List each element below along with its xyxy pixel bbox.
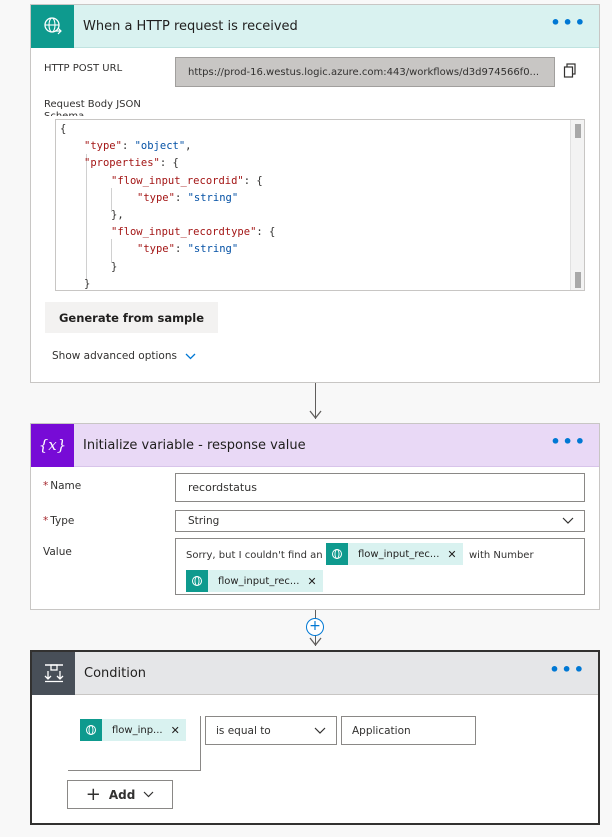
value-text-1: Sorry, but I couldn't find an bbox=[186, 550, 323, 561]
name-label-text: Name bbox=[50, 480, 82, 492]
indent-guide bbox=[111, 239, 112, 263]
condition-operator-select[interactable]: is equal to bbox=[205, 716, 337, 745]
dynamic-content-token[interactable]: flow_inp... ✕ bbox=[80, 719, 186, 741]
plus-icon: + bbox=[85, 783, 101, 805]
editor-scrollbar[interactable] bbox=[570, 120, 584, 290]
type-label-text: Type bbox=[50, 515, 75, 527]
chevron-down-icon bbox=[314, 727, 326, 734]
chevron-down-icon bbox=[185, 353, 196, 359]
http-trigger-header[interactable]: When a HTTP request is received ••• bbox=[31, 4, 599, 48]
json-line: { bbox=[60, 123, 67, 135]
required-marker: * bbox=[43, 515, 49, 527]
arrow-down-icon bbox=[309, 410, 322, 420]
add-label: Add bbox=[108, 787, 136, 802]
condition-card: Condition ••• flow_inp... ✕ is equal to … bbox=[30, 650, 600, 825]
operator-value: is equal to bbox=[216, 724, 271, 737]
name-label: *Name bbox=[43, 480, 81, 492]
initialize-variable-card: {x} Initialize variable - response value… bbox=[30, 423, 600, 610]
add-condition-button[interactable]: + Add bbox=[67, 780, 173, 809]
variable-value-input[interactable]: Sorry, but I couldn't find an flow_input… bbox=[175, 538, 585, 595]
http-post-url-field[interactable]: https://prod-16.westus.logic.azure.com:4… bbox=[175, 57, 555, 87]
chevron-down-icon bbox=[143, 791, 154, 798]
indent-guide bbox=[86, 154, 87, 280]
condition-title: Condition bbox=[84, 665, 147, 681]
http-globe-icon bbox=[31, 4, 74, 48]
remove-token-icon[interactable]: ✕ bbox=[170, 723, 180, 737]
json-line: "type": "object", bbox=[84, 140, 192, 153]
http-token-icon bbox=[80, 719, 102, 741]
json-line: }, bbox=[111, 209, 124, 221]
json-line: "properties": { bbox=[84, 157, 179, 170]
remove-token-icon[interactable]: ✕ bbox=[447, 547, 457, 561]
request-body-schema-label: Request Body JSON Schema bbox=[44, 99, 141, 123]
http-post-url-label: HTTP POST URL bbox=[44, 63, 123, 74]
copy-icon[interactable] bbox=[563, 63, 579, 79]
token-label: flow_input_rec... bbox=[218, 575, 300, 587]
advanced-options-label: Show advanced options bbox=[52, 350, 177, 362]
json-line: "flow_input_recordid": { bbox=[111, 174, 263, 187]
more-options-icon[interactable]: ••• bbox=[550, 13, 587, 32]
dynamic-content-token[interactable]: flow_input_rec... ✕ bbox=[186, 570, 323, 592]
scrollbar-thumb[interactable] bbox=[575, 272, 581, 288]
json-line: "type": "string" bbox=[137, 243, 239, 256]
scrollbar-thumb[interactable] bbox=[575, 124, 581, 138]
value-text-2: with Number bbox=[469, 550, 534, 561]
value-label: Value bbox=[43, 546, 72, 558]
initialize-variable-header[interactable]: {x} Initialize variable - response value… bbox=[31, 423, 599, 467]
more-options-icon[interactable]: ••• bbox=[549, 660, 586, 679]
http-token-icon bbox=[326, 543, 348, 565]
schema-label-line2: Schema bbox=[44, 111, 84, 116]
arrow-down-icon bbox=[309, 637, 322, 647]
initialize-variable-title: Initialize variable - response value bbox=[83, 437, 306, 453]
json-line: } bbox=[111, 260, 118, 273]
step-connector bbox=[315, 383, 316, 419]
json-line: } bbox=[84, 277, 91, 290]
variable-name-input[interactable]: recordstatus bbox=[175, 473, 585, 502]
show-advanced-options-link[interactable]: Show advanced options bbox=[52, 350, 196, 362]
http-trigger-title: When a HTTP request is received bbox=[83, 18, 298, 34]
condition-header[interactable]: Condition ••• bbox=[32, 651, 598, 695]
http-token-icon bbox=[186, 570, 208, 592]
json-schema-editor[interactable]: { "type": "object", "properties": { "flow_i… bbox=[55, 119, 585, 291]
insert-step-button[interactable]: + bbox=[306, 618, 324, 636]
more-options-icon[interactable]: ••• bbox=[550, 432, 587, 451]
condition-icon bbox=[32, 651, 75, 695]
condition-operand-left[interactable]: flow_inp... ✕ bbox=[68, 716, 201, 771]
token-label: flow_inp... bbox=[112, 724, 163, 736]
schema-label-line1: Request Body JSON bbox=[44, 99, 141, 110]
variable-icon: {x} bbox=[31, 423, 74, 467]
type-value: String bbox=[188, 515, 220, 527]
condition-operand-right[interactable]: Application bbox=[341, 716, 476, 745]
json-line: "flow_input_recordtype": { bbox=[111, 226, 276, 239]
json-line: "type": "string" bbox=[137, 191, 239, 204]
variable-type-select[interactable]: String bbox=[175, 510, 585, 532]
remove-token-icon[interactable]: ✕ bbox=[307, 574, 317, 588]
token-label: flow_input_rec... bbox=[358, 548, 440, 560]
chevron-down-icon bbox=[562, 517, 574, 524]
dynamic-content-token[interactable]: flow_input_rec... ✕ bbox=[326, 543, 463, 565]
required-marker: * bbox=[43, 480, 49, 492]
type-label: *Type bbox=[43, 515, 74, 527]
generate-from-sample-button[interactable]: Generate from sample bbox=[45, 302, 218, 333]
indent-guide bbox=[111, 188, 112, 212]
http-trigger-card: When a HTTP request is received ••• HTTP… bbox=[30, 4, 600, 383]
